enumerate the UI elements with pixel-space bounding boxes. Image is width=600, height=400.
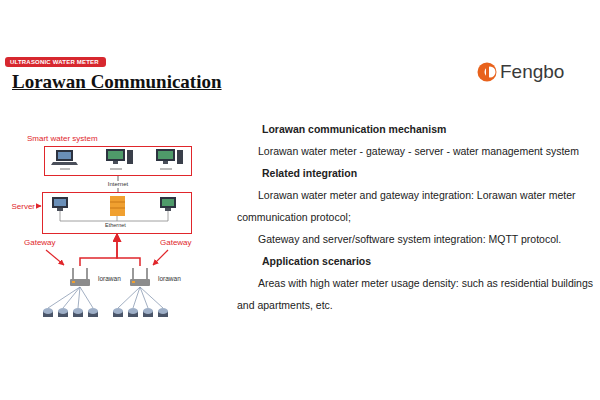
section-heading: Related integration	[237, 162, 595, 184]
node-heading: Gateway	[24, 238, 56, 248]
protocol-label: lorawan	[158, 275, 181, 283]
body-text: Lorawan water meter and gateway integrat…	[237, 184, 595, 228]
meter-link	[118, 287, 140, 308]
meter-link	[140, 287, 148, 308]
connector	[117, 234, 140, 266]
node-heading: Smart water system	[27, 134, 98, 144]
protocol-label: lorawan	[98, 275, 121, 283]
connector-label: Internet	[107, 181, 129, 188]
leader-arrows	[36, 206, 168, 265]
body-text: Gateway and server/software system integ…	[237, 228, 595, 250]
meter-dial	[158, 308, 168, 314]
meter-link	[80, 287, 93, 308]
meter-dial	[73, 308, 83, 314]
node-heading: Gateway	[160, 238, 192, 248]
server-icons	[52, 196, 176, 221]
section-heading: Lorawan communication mechanism	[237, 118, 595, 140]
system-box: Smart water system	[44, 146, 192, 176]
body-text: Lorawan water meter - gateway - server -…	[237, 140, 595, 162]
meter-link	[78, 287, 80, 308]
section-heading: Application scenarios	[237, 250, 595, 272]
meter-dial	[43, 308, 53, 314]
network-label: Ethernet	[104, 222, 127, 229]
meter-dial	[58, 308, 68, 314]
node-heading: Server	[11, 202, 35, 212]
meter-link	[140, 287, 163, 308]
meter-dial	[143, 308, 153, 314]
meter-link	[48, 287, 80, 308]
category-tag: ULTRASONIC WATER METER	[5, 57, 106, 67]
logo-text: Fengbo	[500, 60, 564, 84]
connector	[80, 234, 117, 266]
gateway-box: Gateway	[66, 266, 94, 288]
body-text: Areas with high water meter usage densit…	[237, 272, 595, 316]
meter-dial	[128, 308, 138, 314]
meter-link	[133, 287, 140, 308]
computer-icons	[51, 149, 183, 170]
meter-dial	[113, 308, 123, 314]
water-meters	[43, 287, 168, 317]
meter-link	[63, 287, 80, 308]
text-column: Lorawan communication mechanismLorawan w…	[237, 118, 595, 316]
slide-title: Lorawan Communication	[12, 70, 222, 94]
meter-dial	[88, 308, 98, 314]
gateway-box: Gateway	[126, 266, 154, 288]
tag-text: ULTRASONIC WATER METER	[10, 58, 101, 66]
gateway-devices	[70, 268, 150, 286]
logo-icon	[478, 63, 497, 82]
